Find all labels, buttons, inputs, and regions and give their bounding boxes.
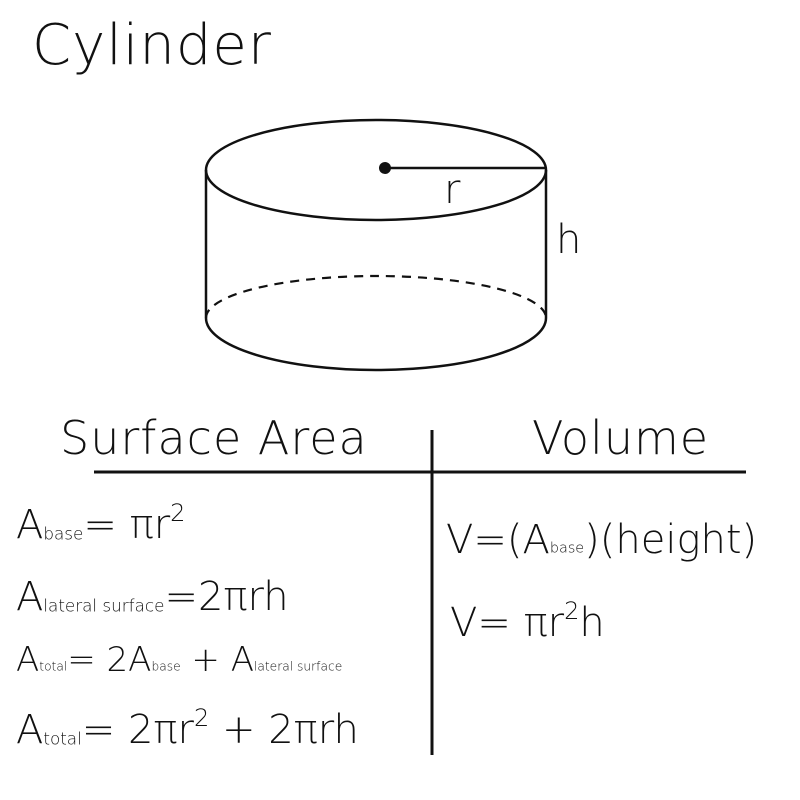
- formula-volume: V= πr2h: [450, 599, 605, 646]
- formula-expression: + A: [180, 640, 254, 680]
- volume-heading: Volume: [532, 411, 710, 465]
- formula-subscript: total: [39, 659, 68, 674]
- formula-exponent: 2: [170, 499, 186, 528]
- formula-exponent: 2: [564, 597, 580, 626]
- formula-expression: = πr: [83, 502, 171, 548]
- formula-expression: = 2A: [67, 640, 152, 680]
- formula-total-area: Atotal= 2πr2 + 2πrh: [16, 706, 359, 753]
- cylinder-bottom-hidden-arc: [204, 274, 548, 319]
- formula-expression: h: [579, 600, 605, 646]
- page-title: Cylinder: [32, 13, 272, 78]
- cylinder-bottom-front-arc: [204, 317, 548, 372]
- center-point: [379, 162, 391, 174]
- formula-volume-general: V=(Abase)(height): [446, 520, 757, 560]
- radius-label: r: [444, 167, 461, 213]
- formula-symbol: A: [16, 640, 40, 680]
- formula-total-area-general: Atotal= 2Abase + Alateral surface: [16, 643, 342, 677]
- formula-expression: + 2πrh: [209, 707, 359, 753]
- formula-subscript: base: [549, 540, 585, 557]
- surface-area-heading: Surface Area: [60, 411, 368, 465]
- formula-subscript: lateral surface: [253, 659, 343, 674]
- formula-expression: V= πr: [450, 600, 565, 646]
- formula-expression: = 2πr: [81, 707, 194, 753]
- formula-expression: =2πrh: [164, 574, 289, 620]
- formula-exponent: 2: [193, 704, 210, 733]
- formula-subscript: base: [43, 523, 84, 544]
- formula-symbol: A: [16, 502, 44, 548]
- formula-subscript: lateral surface: [43, 595, 165, 616]
- formula-expression: )(height): [584, 517, 758, 563]
- formula-symbol: A: [16, 574, 44, 620]
- cylinder-top-ellipse: [204, 118, 548, 222]
- formula-subscript: base: [151, 659, 181, 674]
- formula-symbol: A: [16, 707, 44, 753]
- formula-subscript: total: [43, 728, 82, 749]
- formula-base-area: Abase= πr2: [16, 501, 185, 548]
- formula-lateral-area: Alateral surface=2πrh: [16, 577, 289, 617]
- height-label: h: [556, 217, 582, 263]
- formula-expression: V=(A: [446, 517, 550, 563]
